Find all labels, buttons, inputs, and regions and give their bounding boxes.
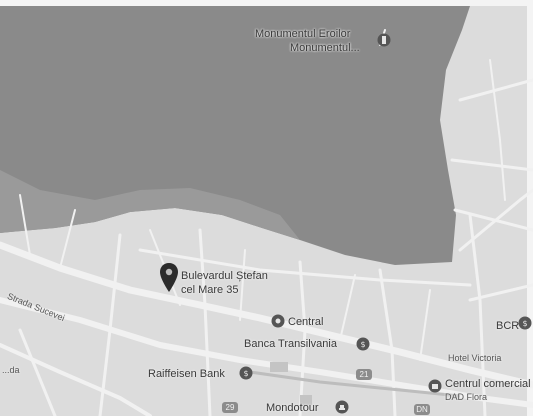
travel-poi-icon[interactable] xyxy=(335,400,349,414)
svg-text:$: $ xyxy=(360,340,365,349)
bcr-poi-icon[interactable]: $ xyxy=(518,316,532,330)
place-label-monument: Monumentul Eroilor xyxy=(255,28,351,40)
svg-text:$: $ xyxy=(522,319,527,328)
place-label-hotel: Hotel Victoria xyxy=(448,353,502,363)
place-label-monument-sub: Monumentul... xyxy=(290,42,360,54)
monument-poi-icon[interactable] xyxy=(377,33,391,47)
place-label-raiffeisen: Raiffeisen Bank xyxy=(148,368,225,380)
road-shield: DN xyxy=(414,404,430,415)
street-label-bottom-left: ...da xyxy=(2,365,20,375)
pin-label-line2: cel Mare 35 xyxy=(181,284,239,296)
place-label-mondotour: Mondotour xyxy=(266,402,319,414)
place-label-central: Central xyxy=(288,316,324,328)
pin-label-line1: Bulevardul Ștefan xyxy=(181,270,268,282)
svg-text:$: $ xyxy=(243,369,248,378)
place-label-banca: Banca Transilvania xyxy=(244,338,337,350)
raiffeisen-poi-icon[interactable]: $ xyxy=(239,366,253,380)
map-marker-icon[interactable] xyxy=(158,262,180,294)
shopping-poi-icon[interactable] xyxy=(428,379,442,393)
central-poi-icon[interactable] xyxy=(271,314,285,328)
place-label-bcr: BCR xyxy=(496,320,520,332)
place-label-centru: Centrul comercial xyxy=(445,378,531,390)
place-label-centru-sub: DAD Flora xyxy=(445,392,488,402)
road-shield: 29 xyxy=(222,402,238,413)
road-shield: 21 xyxy=(356,369,372,380)
bank-poi-icon[interactable]: $ xyxy=(356,337,370,351)
